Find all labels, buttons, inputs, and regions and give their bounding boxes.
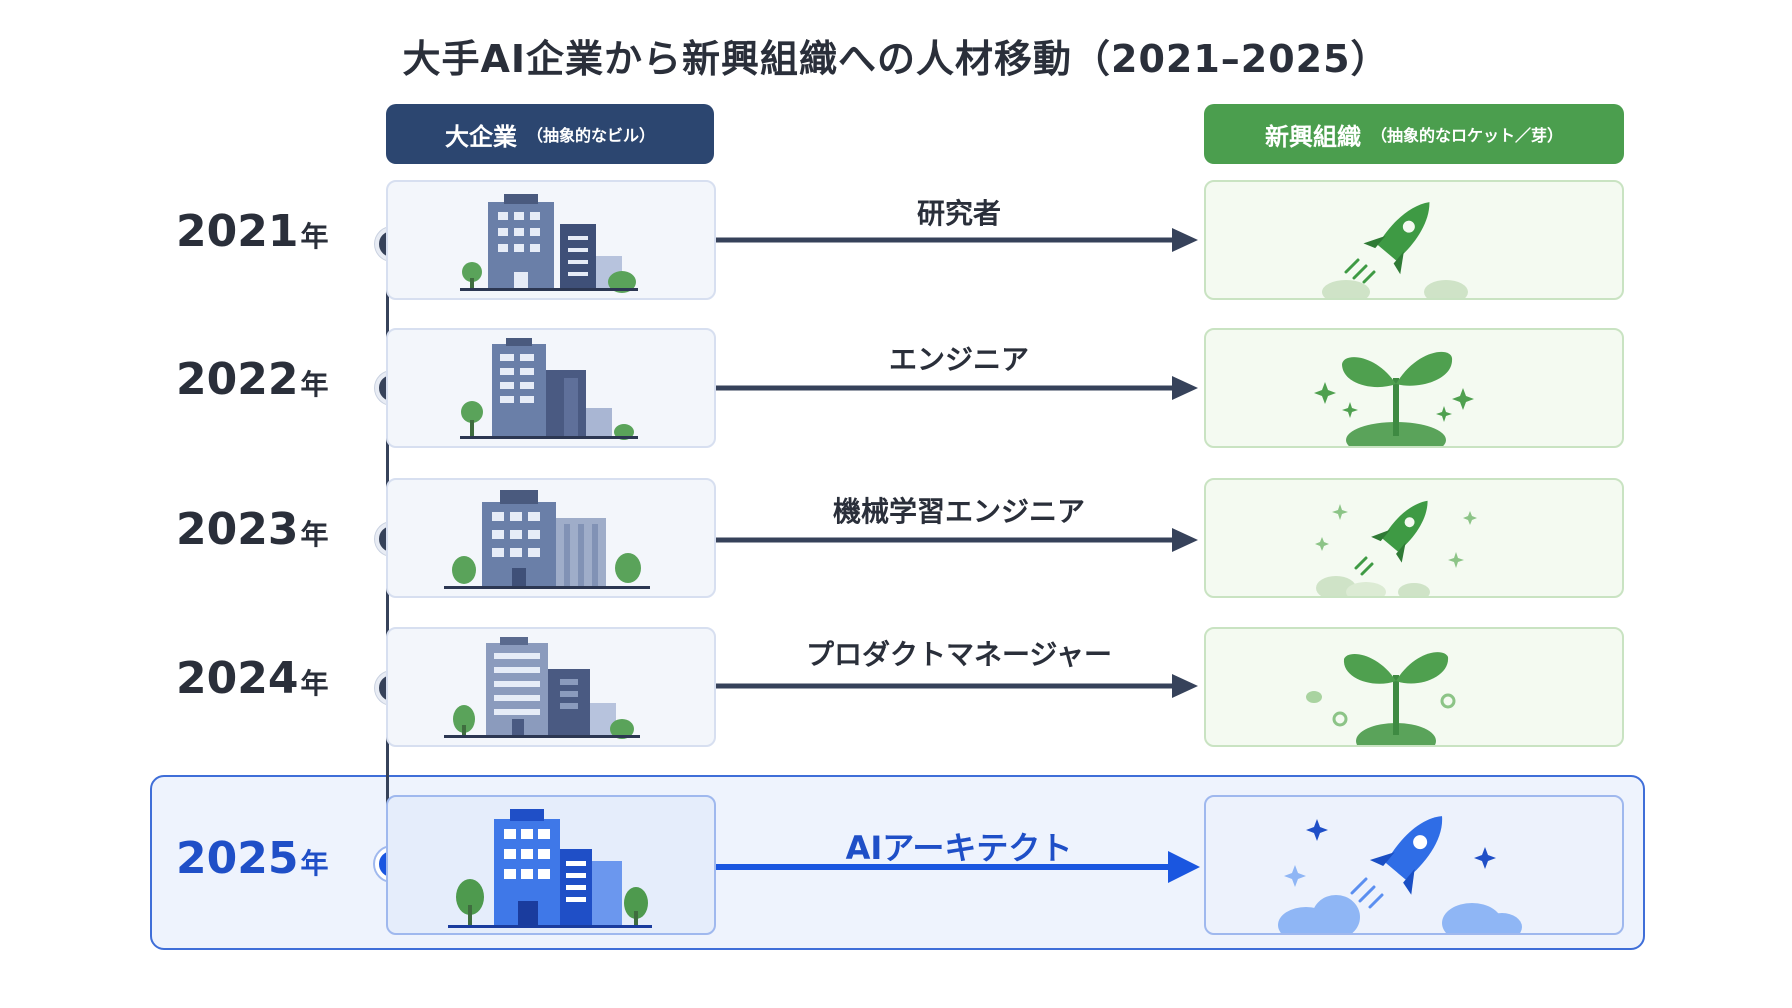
startup-card [1204, 478, 1624, 598]
building-card [386, 478, 716, 598]
startup-card [1204, 180, 1624, 300]
building-card [386, 627, 716, 747]
rocket-icon [1322, 202, 1468, 298]
page-title: 大手AI企業から新興組織への人材移動（2021–2025） [402, 37, 1390, 81]
building-icon [444, 637, 640, 739]
sprout-icon [1314, 351, 1474, 446]
year-number: 2022 [176, 354, 299, 405]
year-number: 2025 [176, 833, 299, 884]
role-label: エンジニア [888, 343, 1029, 376]
year-suffix: 年 [300, 667, 329, 700]
year-number: 2023 [176, 504, 299, 555]
role-label: プロダクトマネージャー [805, 638, 1113, 671]
year-suffix: 年 [300, 368, 329, 401]
year-suffix: 年 [300, 220, 329, 253]
building-icon [460, 194, 638, 293]
column-header-large-company: 大企業 （抽象的なビル） [386, 104, 714, 164]
building-icon [448, 809, 652, 928]
transfer-arrow [716, 225, 1202, 255]
year-number: 2021 [176, 206, 299, 257]
year-number: 2024 [176, 653, 299, 704]
transfer-arrow [716, 525, 1202, 555]
transfer-arrow [716, 373, 1202, 403]
year-suffix: 年 [300, 847, 329, 880]
role-label: AIアーキテクト [845, 829, 1073, 867]
column-header-startup-label: 新興組織 [1264, 122, 1361, 151]
role-label: 研究者 [916, 197, 1001, 230]
building-icon [460, 338, 638, 440]
building-card [386, 328, 716, 448]
building-card [386, 180, 716, 300]
startup-card [1204, 328, 1624, 448]
transfer-arrow [716, 847, 1202, 887]
rocket-icon [1278, 816, 1522, 933]
year-suffix: 年 [300, 518, 329, 551]
sprout-icon [1306, 652, 1456, 745]
column-header-startup: 新興組織 （抽象的なロケット／芽） [1204, 104, 1624, 164]
column-header-large-company-sub: （抽象的なビル） [526, 126, 655, 145]
column-header-startup-sub: （抽象的なロケット／芽） [1370, 126, 1563, 145]
transfer-arrow [716, 671, 1202, 701]
startup-card [1204, 627, 1624, 747]
building-card [386, 795, 716, 935]
role-label: 機械学習エンジニア [832, 495, 1085, 528]
rocket-icon [1315, 500, 1477, 596]
column-header-large-company-label: 大企業 [444, 122, 517, 151]
building-icon [444, 490, 650, 589]
startup-card [1204, 795, 1624, 935]
